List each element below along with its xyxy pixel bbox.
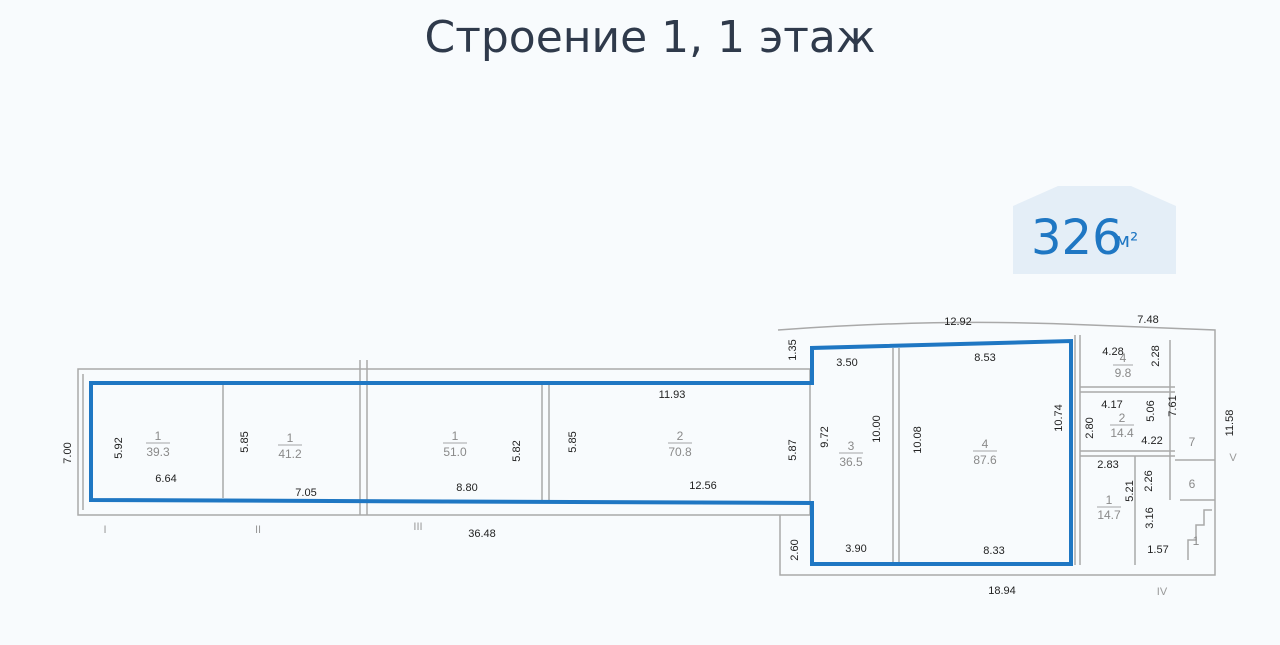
dim-label: 12.92 (944, 316, 972, 328)
axis-label: IV (1157, 586, 1168, 598)
room-number: 1 (1193, 534, 1200, 548)
dim-label: 2.80 (1084, 417, 1096, 438)
dim-label: 3.16 (1144, 507, 1156, 528)
room-area: 9.8 (1115, 366, 1132, 380)
room-number: 4 (982, 437, 989, 451)
room-area: 87.6 (973, 453, 997, 467)
dim-label: 1.35 (787, 339, 799, 360)
dimension-labels: 7.00 5.92 6.64 5.85 7.05 5.82 8.80 5.85 … (62, 314, 1236, 597)
room-area: 14.4 (1110, 426, 1134, 440)
dim-label: 5.87 (787, 439, 799, 460)
dim-label: 8.53 (974, 352, 995, 364)
dim-label: 7.48 (1137, 314, 1158, 326)
axis-label: I (103, 524, 106, 536)
dim-label: 18.94 (988, 585, 1016, 597)
room: 1 39.3 (146, 429, 170, 459)
highlight-outline (89, 338, 1073, 566)
room-number: 1 (287, 431, 294, 445)
dim-label: 10.00 (871, 415, 883, 443)
room-number: 2 (677, 429, 684, 443)
dim-label: 1.57 (1147, 544, 1168, 556)
room: 4 9.8 (1113, 351, 1133, 380)
dim-label: 2.28 (1150, 345, 1162, 366)
dim-label: 5.85 (567, 431, 579, 452)
dim-label: 2.26 (1143, 470, 1155, 491)
dim-label: 4.28 (1102, 346, 1123, 358)
dim-label: 9.72 (819, 426, 831, 447)
dim-label: 10.08 (912, 426, 924, 454)
room: 2 14.4 (1110, 411, 1134, 440)
dim-label: 5.92 (113, 437, 125, 458)
room-number: 2 (1119, 411, 1126, 425)
house-badge-icon (1013, 186, 1176, 274)
dim-label: 10.74 (1053, 404, 1065, 432)
area-value: 326 (1031, 210, 1123, 266)
dim-label: 3.50 (836, 357, 857, 369)
room-number: 1 (1106, 493, 1113, 507)
axis-labels: I II III IV V (103, 452, 1237, 598)
dim-label: 2.83 (1097, 459, 1118, 471)
dim-label: 8.33 (983, 545, 1004, 557)
room: 4 87.6 (973, 437, 997, 467)
dim-label: 8.80 (456, 482, 477, 494)
room-labels: 1 39.3 1 41.2 1 51.0 2 70.8 3 36.5 4 87.… (146, 351, 1200, 548)
dim-label: 4.17 (1101, 399, 1122, 411)
room-area: 41.2 (278, 447, 302, 461)
dim-label: 12.56 (689, 480, 717, 492)
dim-label: 5.82 (511, 440, 523, 461)
dim-label: 36.48 (468, 528, 496, 540)
area-unit: м² (1115, 228, 1139, 252)
room: 2 70.8 (668, 429, 692, 459)
dim-label: 7.05 (295, 487, 316, 499)
room-number: 3 (848, 439, 855, 453)
dim-label: 4.22 (1141, 435, 1162, 447)
dim-label: 3.90 (845, 543, 866, 555)
dim-label: 5.06 (1145, 400, 1157, 421)
dim-label: 5.85 (239, 431, 251, 452)
page-title: Строение 1, 1 этаж (424, 12, 876, 63)
room-area: 39.3 (146, 445, 170, 459)
room: 1 41.2 (278, 431, 302, 461)
dim-label: 7.00 (62, 442, 74, 463)
walls (77, 321, 1216, 576)
room-number: 1 (155, 429, 162, 443)
room-number: 7 (1189, 435, 1196, 449)
room: 3 36.5 (839, 439, 863, 469)
room-area: 14.7 (1097, 508, 1121, 522)
room-number: 4 (1120, 351, 1127, 365)
dim-label: 11.58 (1224, 410, 1236, 437)
area-badge: 326 м² (1013, 186, 1176, 274)
axis-label: V (1229, 452, 1237, 464)
room: 1 51.0 (443, 429, 467, 459)
axis-label: II (255, 524, 261, 536)
dim-label: 6.64 (155, 473, 176, 485)
room-number: 1 (452, 429, 459, 443)
room-area: 70.8 (668, 445, 692, 459)
room: 1 14.7 (1097, 493, 1121, 522)
room-area: 36.5 (839, 455, 863, 469)
dim-label: 11.93 (659, 389, 686, 401)
dim-label: 7.61 (1167, 395, 1179, 416)
dim-label: 2.60 (789, 539, 801, 560)
axis-label: III (413, 521, 422, 533)
room-number: 6 (1189, 477, 1196, 491)
dim-label: 5.21 (1124, 480, 1136, 501)
room-area: 51.0 (443, 445, 467, 459)
